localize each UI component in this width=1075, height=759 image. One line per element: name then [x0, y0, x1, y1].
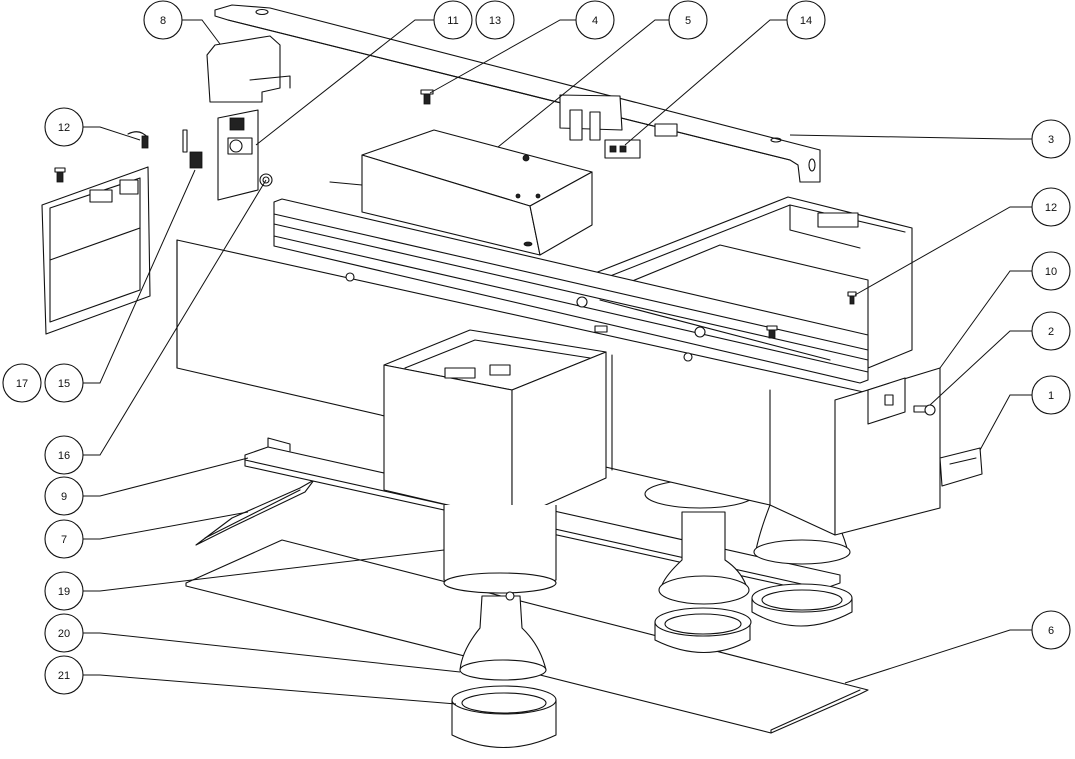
svg-text:12: 12 [58, 122, 70, 134]
balloon-15: 15 [44, 363, 84, 403]
part-8-cover [206, 35, 291, 103]
balloon-12-right: 12 [1031, 187, 1071, 227]
leader-lines [80, 19, 1032, 705]
part-15-connector [182, 129, 203, 169]
part-11-pcb [217, 109, 259, 201]
balloon-14: 14 [786, 0, 826, 40]
part-5-driver [329, 129, 593, 256]
svg-text:11: 11 [447, 15, 458, 27]
svg-text:10: 10 [1045, 266, 1057, 278]
balloon-19: 19 [44, 571, 84, 611]
balloon-13: 13 [475, 0, 515, 40]
balloon-11: 11 [433, 0, 473, 40]
svg-text:3: 3 [1048, 134, 1054, 146]
svg-text:6: 6 [1048, 625, 1054, 637]
svg-text:5: 5 [685, 15, 691, 27]
left-end-cap [41, 166, 151, 335]
part-4-screw [420, 89, 434, 105]
balloon-12-left: 12 [44, 107, 84, 147]
callout-balloons: 8 11 13 4 5 14 3 12 12 10 2 1 17 15 16 9… [2, 0, 1071, 695]
part-3-bracket [214, 4, 821, 183]
svg-text:15: 15 [58, 378, 70, 390]
balloon-5: 5 [668, 0, 708, 40]
balloon-20: 20 [44, 613, 84, 653]
svg-text:19: 19 [58, 586, 70, 598]
balloon-3: 3 [1031, 119, 1071, 159]
balloon-21: 21 [44, 655, 84, 695]
balloon-17: 17 [2, 363, 42, 403]
balloon-7: 7 [44, 519, 84, 559]
svg-text:16: 16 [58, 450, 70, 462]
svg-text:9: 9 [61, 491, 67, 503]
balloon-1: 1 [1031, 375, 1071, 415]
svg-text:20: 20 [58, 628, 70, 640]
svg-text:2: 2 [1048, 326, 1054, 338]
part-12-clip-left [127, 131, 149, 149]
balloon-8: 8 [143, 0, 183, 40]
svg-text:7: 7 [61, 534, 67, 546]
front-lamp [443, 505, 557, 748]
svg-text:13: 13 [489, 15, 501, 27]
balloon-6: 6 [1031, 610, 1071, 650]
rear-lamp-units [644, 469, 853, 653]
screw-12-right [847, 291, 857, 305]
balloon-10: 10 [1031, 251, 1071, 291]
balloon-4: 4 [575, 0, 615, 40]
svg-text:4: 4 [592, 15, 598, 27]
svg-text:1: 1 [1048, 390, 1054, 402]
svg-text:17: 17 [16, 378, 28, 390]
svg-text:12: 12 [1045, 202, 1057, 214]
part-2-screw [913, 404, 936, 416]
balloon-2: 2 [1031, 311, 1071, 351]
balloon-9: 9 [44, 476, 84, 516]
part-7-strip [195, 479, 315, 546]
part-1-plug [939, 447, 983, 487]
svg-text:8: 8 [160, 15, 166, 27]
front-lamp-box [383, 329, 607, 521]
svg-text:14: 14 [800, 15, 812, 27]
screw-mid [766, 325, 778, 339]
part-14-terminals [559, 94, 678, 159]
svg-text:21: 21 [58, 670, 70, 682]
balloon-16: 16 [44, 435, 84, 475]
